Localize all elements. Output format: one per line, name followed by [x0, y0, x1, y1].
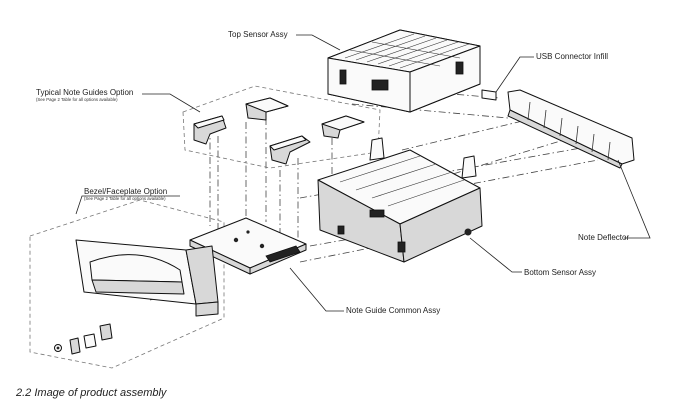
note-deflector-label: Note Deflector — [578, 233, 629, 242]
bezel-option-label: Bezel/Faceplate Option — [84, 187, 167, 196]
bottom-sensor-assy-label: Bottom Sensor Assy — [524, 268, 596, 277]
note-guide-common-assy-label: Note Guide Common Assy — [346, 306, 440, 315]
bezel-option-box — [29, 199, 225, 369]
note-guide-pieces — [193, 97, 365, 165]
bezel-option-sublabel: (See Page 2 Table for all options availa… — [84, 196, 166, 201]
bezel-faceplate-part — [75, 239, 219, 317]
top-sensor-assy-label: Top Sensor Assy — [228, 30, 288, 39]
top-sensor-assy-part — [327, 29, 497, 113]
leader-lines — [75, 34, 651, 312]
note-guides-option-sublabel: (See Page 2 Table for all options availa… — [36, 97, 118, 102]
usb-connector-infill-label: USB Connector Infill — [536, 52, 608, 61]
bottom-sensor-assy-part — [317, 137, 483, 263]
bezel-hardware-parts — [54, 323, 113, 355]
note-deflector-part — [507, 89, 635, 169]
figure-caption: 2.2 Image of product assembly — [15, 387, 168, 399]
note-guides-option-label: Typical Note Guides Option — [36, 88, 133, 97]
